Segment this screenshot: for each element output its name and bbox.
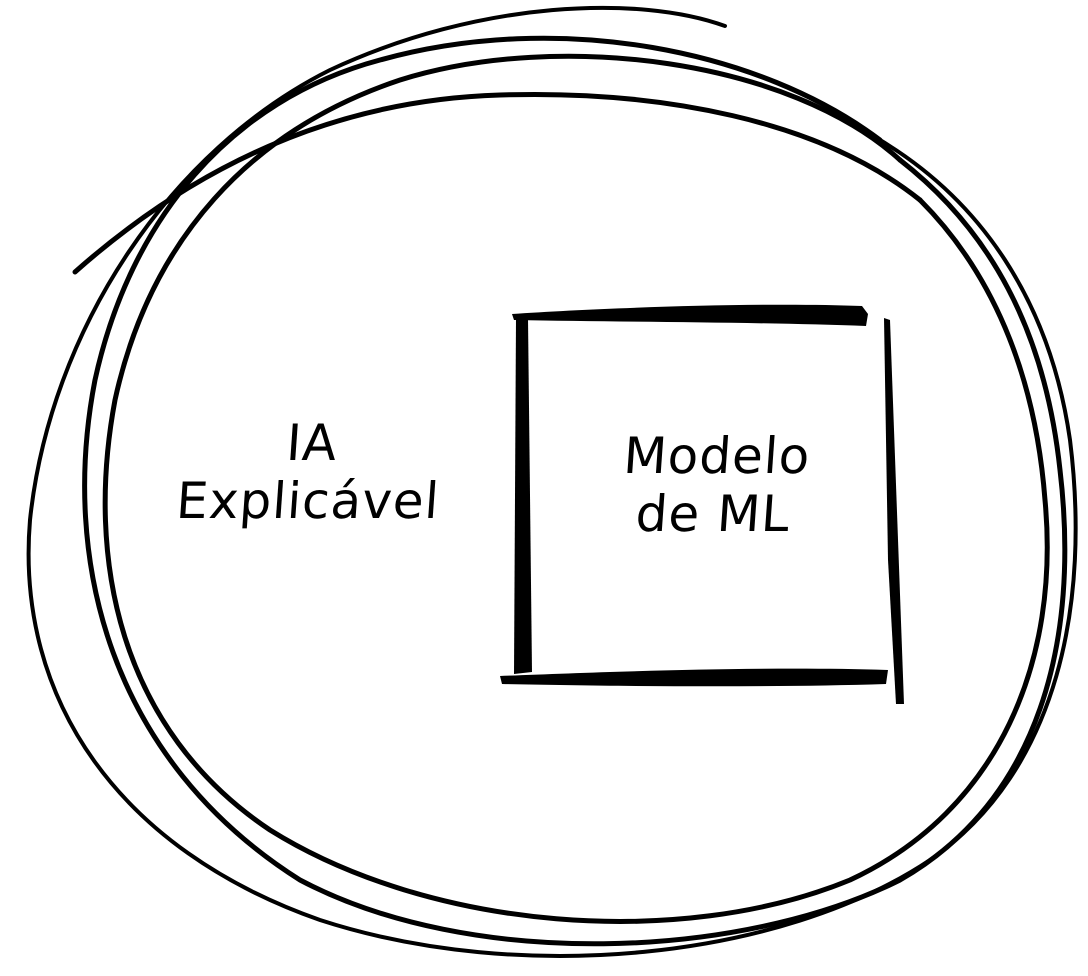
outer-circle-scribble <box>26 5 1078 958</box>
outer-region-label: IA Explicável <box>116 414 504 530</box>
inner-region-label: Modelo de ML <box>556 427 874 543</box>
inner-square-brush <box>500 304 904 704</box>
outer-label-line-2: Explicável <box>174 471 442 530</box>
inner-label-line-2: de ML <box>633 484 793 543</box>
inner-label-line-1: Modelo <box>621 427 813 485</box>
outer-label-line-1: IA <box>284 414 340 472</box>
